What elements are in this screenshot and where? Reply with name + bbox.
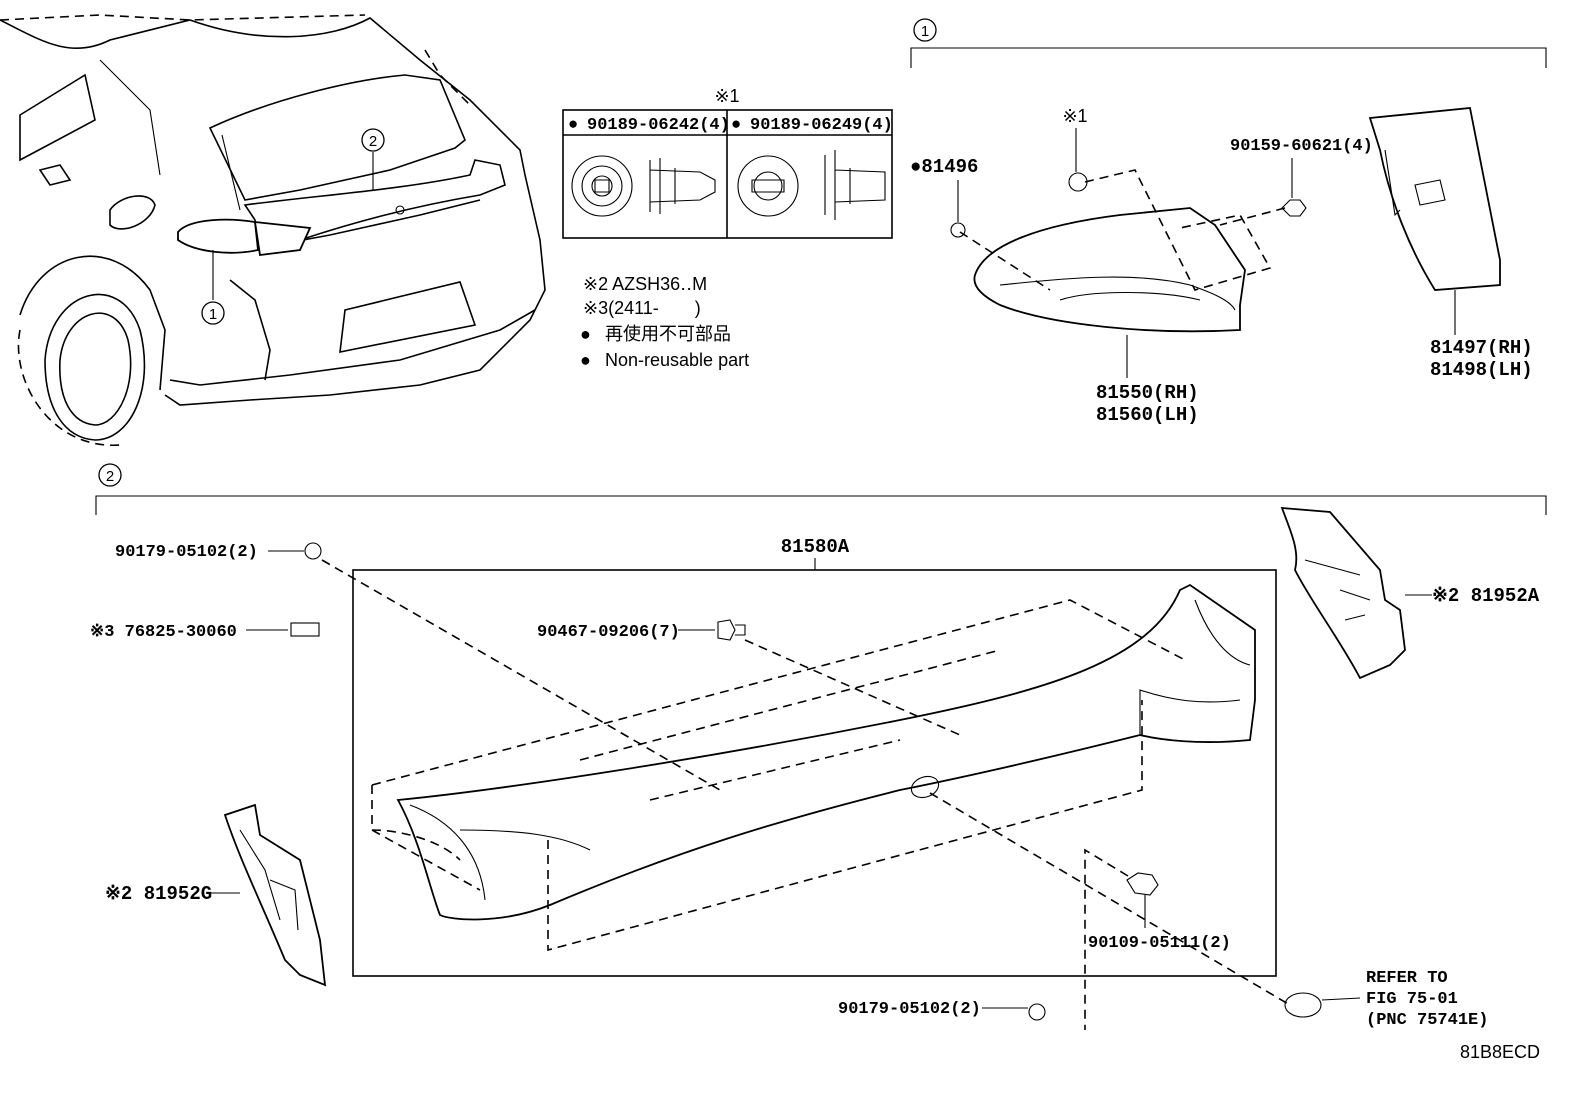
label-part-number: ※3 76825-30060	[90, 623, 237, 642]
group-2: 2 81580A 90179-05102(2) ※3 76825-30060 9…	[90, 463, 1547, 1030]
callout-1-circle	[201, 301, 225, 325]
note-2: ※2 AZSH36‥M	[583, 274, 707, 294]
lamp-lh-part-number: 81560(LH)	[1096, 404, 1199, 426]
assembly-frame	[352, 569, 1277, 977]
screw-bottom-part-number: 90179-05102(2)	[838, 1000, 981, 1019]
cover-lh-part-number: 81498(LH)	[1430, 359, 1533, 381]
lamp-rh-part-number: 81550(RH)	[1096, 382, 1199, 404]
screw-top	[304, 542, 322, 560]
clip-2-part-number: 90189-06249(4)	[750, 116, 893, 135]
note-en: Non-reusable part	[605, 350, 749, 370]
clip-table-header: ※1	[714, 86, 739, 106]
clip-2-illustration	[737, 150, 886, 220]
diagram-code: 81B8ECD	[1460, 1042, 1540, 1062]
callout-2-circle	[361, 128, 385, 152]
cover-g-part-number: ※2 81952G	[105, 883, 212, 905]
garnish-panel	[396, 583, 1256, 921]
note-3: ※3(2411- )	[583, 298, 701, 318]
screw-bottom	[1028, 1003, 1046, 1021]
refer-line-2: FIG 75-01	[1366, 990, 1458, 1009]
assembly-part-number: 81580A	[781, 536, 850, 558]
group-1: 1 ●81496 ※1 90159-60621(4) 81550(RH) 815…	[910, 18, 1547, 426]
callout-1-label: 1	[209, 306, 217, 323]
refer-line-1: REFER TO	[1366, 969, 1448, 988]
clip-1-bullet: ●	[568, 116, 578, 135]
refer-line-3: (PNC 75741E)	[1366, 1011, 1488, 1030]
cover-a-part-number: ※2 81952A	[1432, 585, 1540, 607]
lamp-clip-ref: ※1	[1062, 106, 1087, 126]
grommet	[1284, 992, 1322, 1018]
lamp-cover	[1368, 107, 1501, 291]
seal-washer	[950, 222, 966, 238]
clip-table: ※1 ● 90189-06242(4) ● 90189-06249(4)	[562, 86, 893, 239]
note-en-bullet: ●	[580, 350, 591, 370]
callout-2-label: 2	[369, 133, 377, 150]
lamp-clip	[1068, 172, 1088, 192]
clip-1-part-number: 90189-06242(4)	[587, 116, 730, 135]
bolt-part-number: 90467-09206(7)	[537, 623, 680, 642]
tail-lamp	[973, 207, 1246, 333]
group-1-callout: 1	[921, 23, 929, 40]
label-sticker	[290, 622, 320, 637]
clip-1-illustration	[571, 155, 716, 217]
lamp-screw-part-number: 90159-60621(4)	[1230, 137, 1373, 156]
note-jp-bullet: ●	[580, 324, 591, 344]
screw-top-part-number: 90179-05102(2)	[115, 543, 258, 562]
clip-2-bullet: ●	[731, 116, 741, 135]
cover-g	[223, 803, 327, 987]
group-2-callout: 2	[106, 468, 114, 485]
cover-rh-part-number: 81497(RH)	[1430, 337, 1533, 359]
cover-a	[1280, 506, 1406, 680]
note-jp: 再使用不可部品	[605, 324, 731, 344]
notes: ※2 AZSH36‥M ※3(2411- ) ● 再使用不可部品 ● Non-r…	[580, 274, 749, 370]
nut-part-number: 90109-05111(2)	[1088, 934, 1231, 953]
vehicle-illustration: 2 1	[0, 14, 546, 446]
seal-part-number: ●81496	[910, 156, 978, 178]
